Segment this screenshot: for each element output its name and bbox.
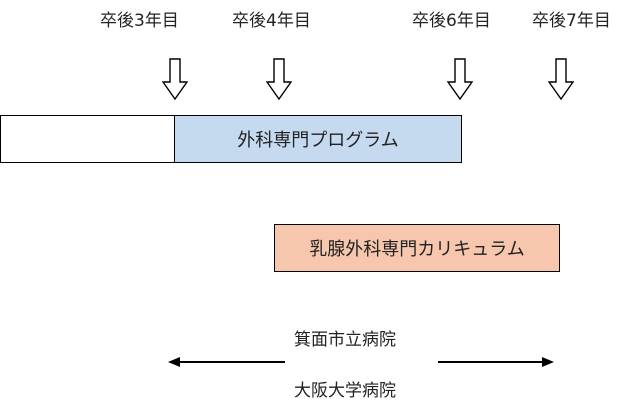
down-arrow-icon bbox=[447, 58, 473, 100]
timeline-empty-segment bbox=[0, 115, 176, 163]
year-label-6: 卒後6年目 bbox=[412, 11, 491, 31]
year-label-4: 卒後4年目 bbox=[232, 11, 311, 31]
down-arrow-icon bbox=[266, 58, 292, 100]
year-label-7: 卒後7年目 bbox=[532, 11, 611, 31]
down-arrow-icon bbox=[548, 58, 574, 100]
hospital-label-osaka-univ: 大阪大学病院 bbox=[294, 381, 396, 401]
year-label-3: 卒後3年目 bbox=[100, 11, 179, 31]
breast-curriculum-box: 乳腺外科専門カリキュラム bbox=[274, 224, 560, 272]
surgery-program-box: 外科専門プログラム bbox=[174, 115, 462, 163]
hospital-label-minoh: 箕面市立病院 bbox=[294, 330, 396, 350]
left-arrow-icon bbox=[168, 357, 285, 367]
right-arrow-icon bbox=[438, 357, 554, 367]
down-arrow-icon bbox=[162, 58, 188, 100]
